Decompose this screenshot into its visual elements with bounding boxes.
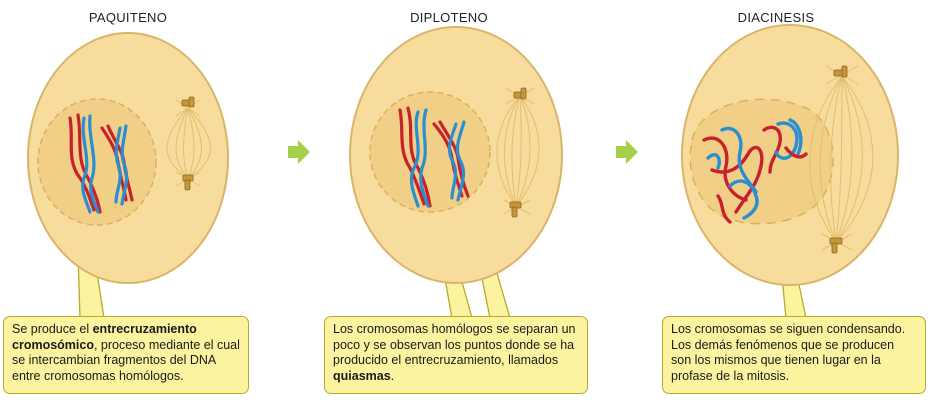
caption-text: Los cromosomas homólogos se separan un p… xyxy=(333,322,576,367)
caption-keyword: quiasmas xyxy=(333,368,391,383)
chromosome-blue xyxy=(114,126,122,204)
spindle-fibers xyxy=(166,99,211,187)
centriole-icon xyxy=(181,96,195,191)
caption-diacinesis: Los cromosomas se siguen condensando. Lo… xyxy=(662,316,926,394)
chromosome-blue xyxy=(409,110,420,208)
caption-keyword: entrecruzamiento cromosómico xyxy=(12,322,197,352)
centriole-icon xyxy=(829,65,848,254)
caption-text: , proceso mediante el cual se intercambi… xyxy=(12,337,240,383)
caption-text: Los cromosomas se siguen condensando. Lo… xyxy=(671,322,906,383)
chromosomes xyxy=(68,113,134,214)
chromosome-red xyxy=(710,145,764,214)
chromosome-blue xyxy=(447,122,458,200)
cell-diacinesis xyxy=(681,24,899,286)
chromosome-blue xyxy=(788,118,803,156)
chromosome-blue xyxy=(728,179,759,220)
caption-text: . xyxy=(390,368,395,383)
chromosome-blue xyxy=(120,124,129,206)
chromosome-red xyxy=(68,116,96,212)
cell-paquiteno xyxy=(27,32,229,284)
chromosome-blue xyxy=(720,126,758,194)
caption-paquiteno: Se produce el entrecruzamiento cromosómi… xyxy=(3,316,249,394)
chromosome-red xyxy=(76,113,102,214)
stage-title-paquiteno: PAQUITENO xyxy=(88,10,168,25)
nucleus xyxy=(369,91,491,213)
chromosome-red xyxy=(398,108,426,206)
caption-diploteno: Los cromosomas homólogos se separan un p… xyxy=(324,316,588,394)
chromosome-red xyxy=(784,146,808,159)
arrow-right-icon xyxy=(616,140,638,164)
stage-title-diacinesis: DIACINESIS xyxy=(737,10,815,25)
stage-title-diploteno: DIPLOTENO xyxy=(410,10,488,25)
chromosome-blue xyxy=(706,153,721,170)
chromosome-red xyxy=(716,194,732,224)
chromosome-blue xyxy=(774,121,799,160)
chromosomes xyxy=(398,106,470,208)
chromosome-blue xyxy=(419,108,430,208)
cell-diploteno xyxy=(349,26,563,284)
caption-text: Se produce el xyxy=(12,322,93,336)
centriole-icon xyxy=(509,87,527,218)
chromosome-blue xyxy=(455,120,466,202)
chromosome-red xyxy=(406,106,432,208)
chromosomes xyxy=(702,118,808,224)
chromosome-red xyxy=(762,125,782,174)
chromosome-blue xyxy=(81,116,92,214)
arrow-right-icon xyxy=(288,140,310,164)
chromosome-red xyxy=(702,136,748,202)
chromosome-blue xyxy=(88,114,100,214)
